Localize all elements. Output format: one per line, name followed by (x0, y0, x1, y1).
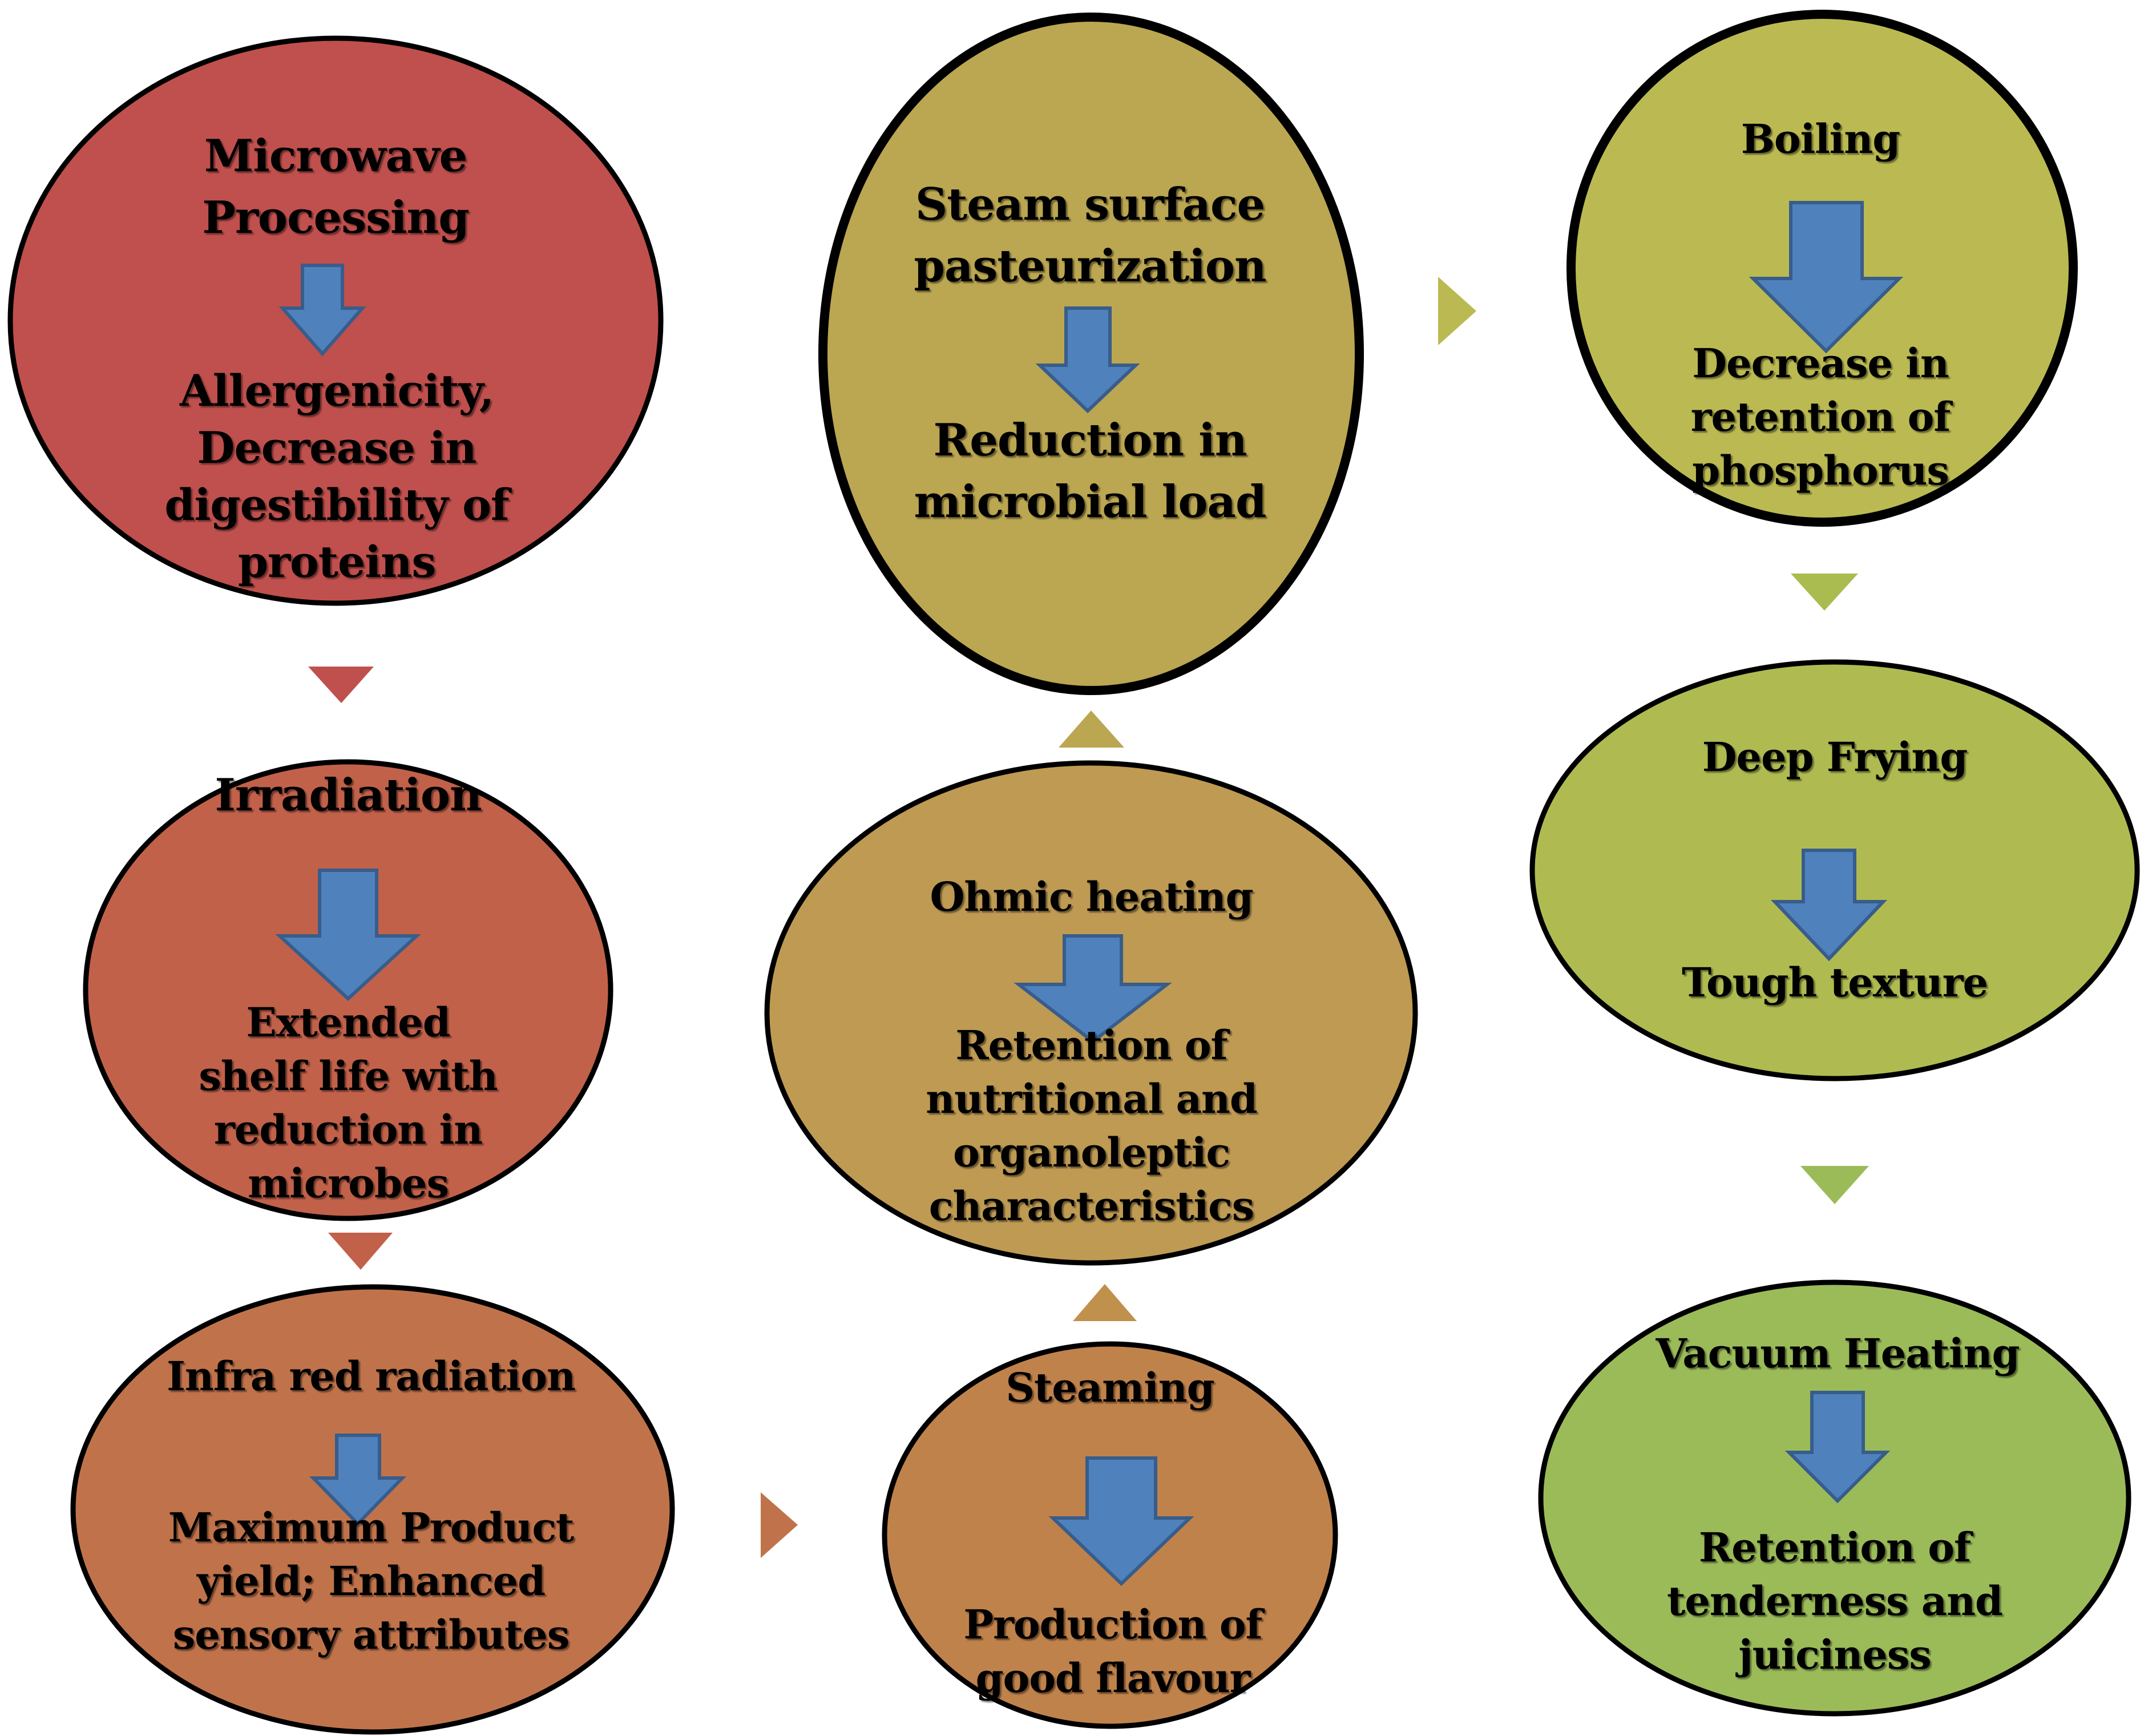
irradiation-down-arrow-icon (275, 869, 421, 1002)
node-irradiation-effect: Extended shelf life with reduction in mi… (199, 999, 498, 1207)
node-steaming-title: Steaming (1006, 1364, 1214, 1411)
node-deep-frying-effect: Tough texture (1681, 959, 1988, 1006)
connector-steaming-to-ohmic-icon (1073, 1284, 1137, 1321)
node-vacuum-heating-title: Vacuum Heating (1656, 1330, 2020, 1377)
ohmic-down-arrow-icon (1014, 934, 1172, 1044)
node-microwave-title: Microwave Processing (202, 130, 470, 244)
node-deep-frying-title: Deep Frying (1702, 733, 1968, 781)
node-microwave-effect: Allergenicity, Decrease in digestibility… (164, 365, 509, 587)
node-ohmic-effect: Retention of nutritional and organolepti… (926, 1022, 1258, 1230)
node-infrared-effect: Maximum Product yield; Enhanced sensory … (168, 1504, 575, 1658)
connector-irradiation-to-infrared-icon (328, 1233, 393, 1270)
node-vacuum-heating-effect: Retention of tenderness and juiciness (1667, 1524, 2003, 1678)
steaming-down-arrow-icon (1048, 1456, 1194, 1586)
steam-pasteurization-down-arrow-icon (1035, 306, 1140, 414)
node-boiling-effect: Decrease in retention of phosphorus (1690, 340, 1951, 494)
infrared-down-arrow-icon (309, 1434, 407, 1527)
deep-frying-down-arrow-icon (1771, 849, 1887, 962)
node-boiling-title: Boiling (1741, 115, 1900, 163)
node-ohmic-title: Ohmic heating (930, 873, 1253, 921)
node-irradiation-title: Irradiation (215, 769, 482, 821)
microwave-down-arrow-icon (278, 264, 366, 357)
boiling-down-arrow-icon (1749, 201, 1904, 354)
node-infrared-title: Infra red radiation (167, 1353, 576, 1400)
vacuum-heating-down-arrow-icon (1784, 1391, 1891, 1504)
node-steam-pasteurization-effect: Reduction in microbial load (914, 414, 1266, 528)
connector-infrared-to-steaming-icon (761, 1492, 798, 1558)
connector-deep-frying-to-vacuum-heating-icon (1800, 1166, 1869, 1204)
connector-ohmic-to-steam-pasteurization-icon (1059, 710, 1124, 748)
connector-boiling-to-deep-frying-icon (1791, 574, 1858, 611)
node-steaming-effect: Production of good flavour (963, 1601, 1262, 1702)
connector-steam-pasteurization-to-boiling-icon (1438, 277, 1476, 345)
connector-microwave-to-irradiation-icon (308, 667, 374, 703)
node-steam-pasteurization-title: Steam surface pasteurization (914, 179, 1266, 292)
